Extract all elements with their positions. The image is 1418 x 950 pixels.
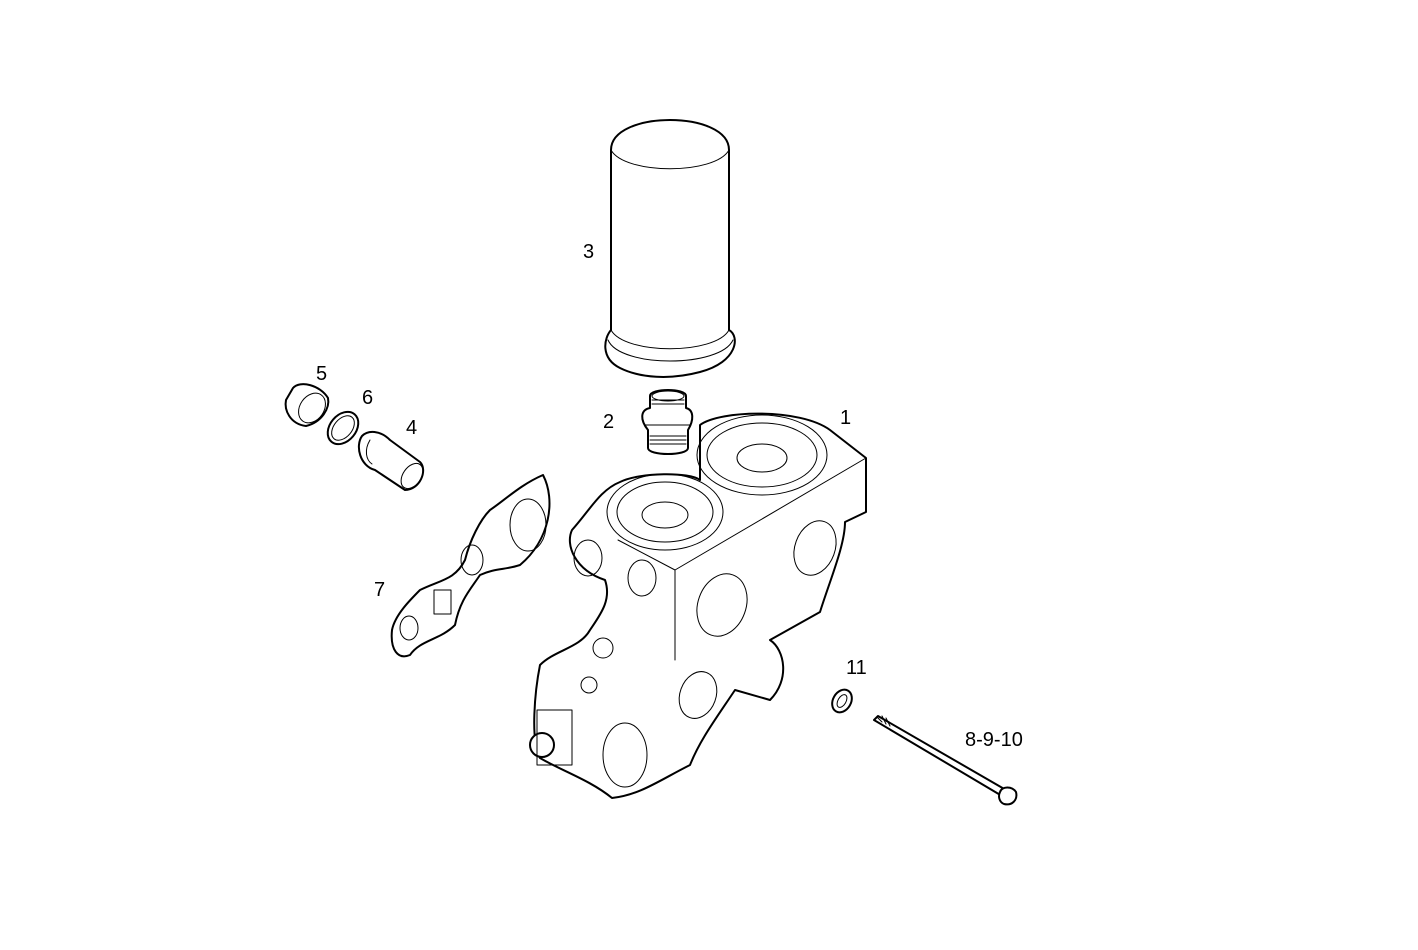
part-11-washer	[831, 688, 853, 714]
part-4-pipe-fitting	[357, 430, 425, 491]
part-6-seal-ring	[326, 410, 360, 446]
part-2-threaded-nipple	[641, 389, 694, 455]
callout-label-8-9-10: 8-9-10	[965, 729, 1023, 751]
callout-label-1: 1	[840, 407, 852, 429]
callout-label-2: 2	[603, 411, 615, 433]
callout-label-4: 4	[406, 417, 418, 439]
callout-label-5: 5	[316, 363, 328, 385]
part-5-cap	[284, 383, 330, 427]
callout-label-6: 6	[362, 387, 374, 409]
callout-label-11: 11	[846, 657, 867, 679]
callout-label-3: 3	[583, 241, 595, 263]
part-1-filter-housing	[529, 412, 867, 799]
part-7-gasket	[390, 474, 551, 658]
callout-label-7: 7	[374, 579, 386, 601]
part-3-filter-cartridge	[604, 119, 736, 378]
part-8-9-10-bolt	[873, 715, 1018, 806]
